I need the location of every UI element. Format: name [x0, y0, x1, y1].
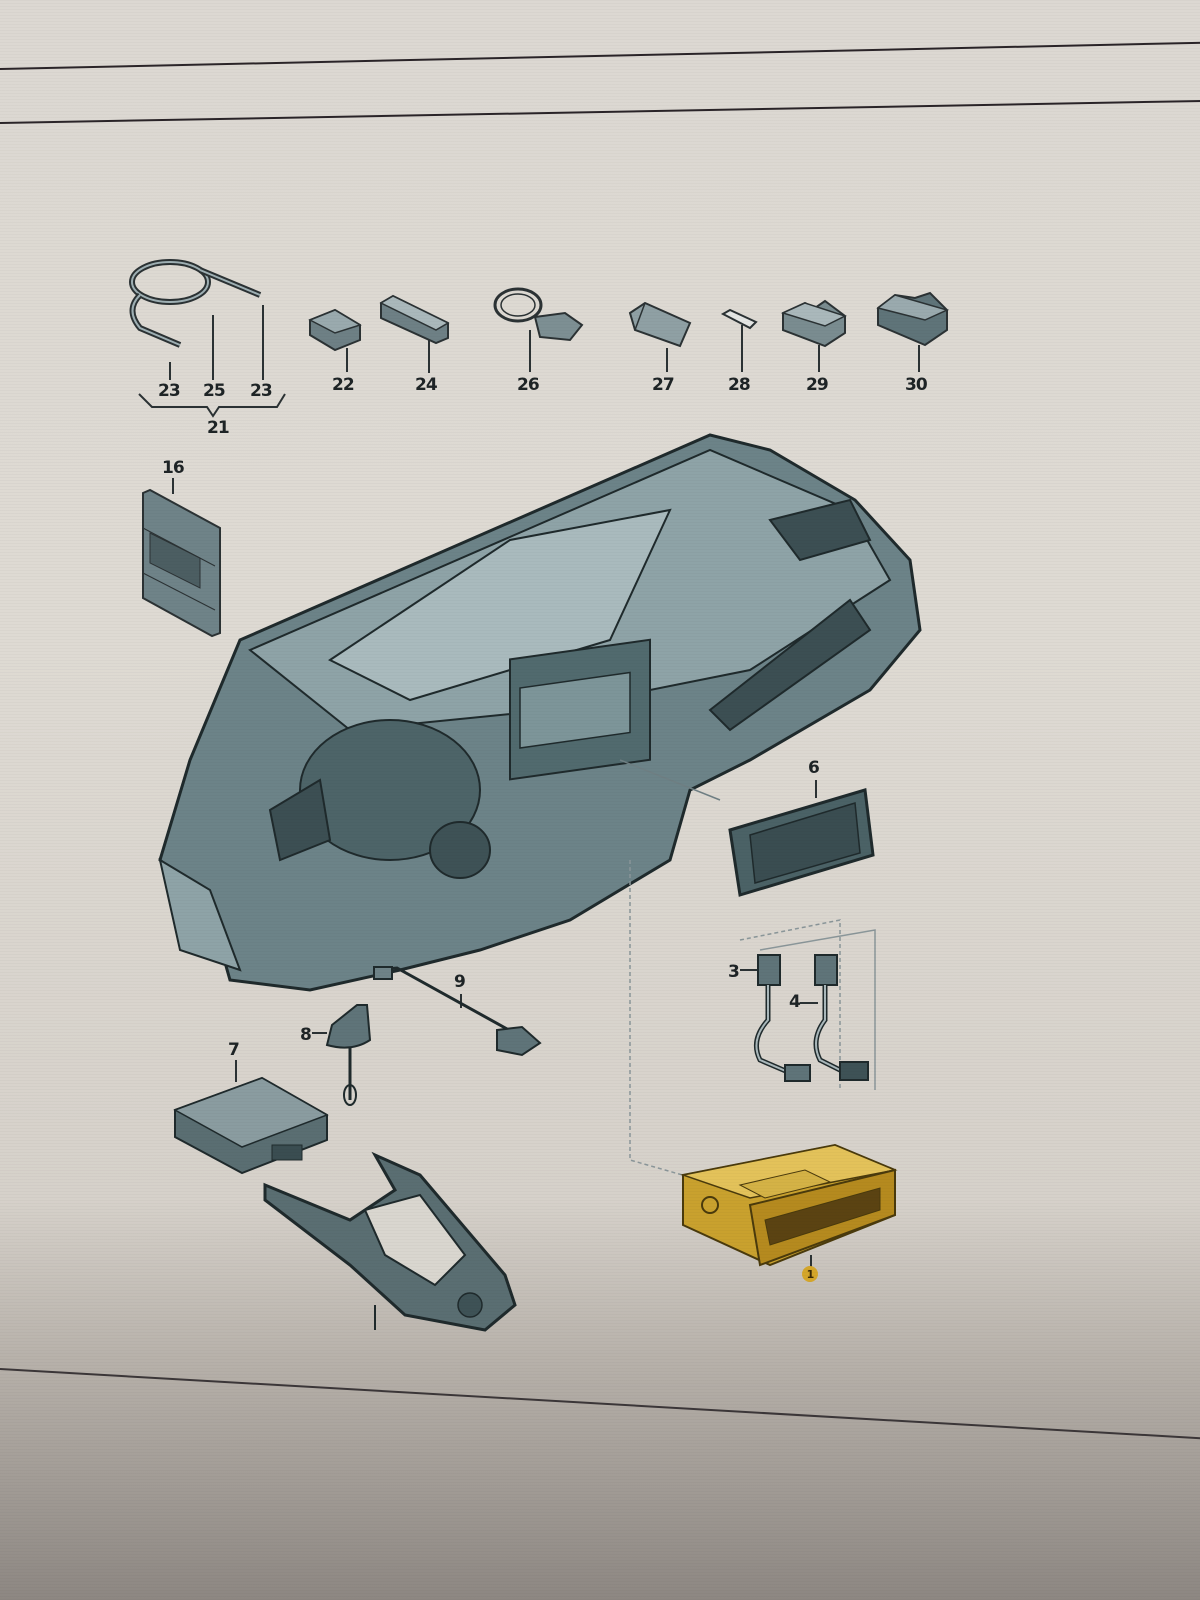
roof-antenna-icon: [312, 1004, 372, 1106]
center-console-trim-icon: [263, 1151, 517, 1332]
part-label-4: 4: [789, 992, 801, 1012]
part-label-21: 21: [207, 418, 230, 438]
part-label-22: 22: [332, 375, 355, 395]
leader-line: [460, 994, 462, 1008]
part-label-1-highlight[interactable]: 1: [802, 1266, 818, 1282]
part-label-16: 16: [162, 458, 185, 478]
small-pin-icon: [720, 308, 758, 330]
part-label-27: 27: [652, 375, 675, 395]
part-label-25: 25: [203, 381, 226, 401]
radio-head-unit-icon[interactable]: [680, 1140, 905, 1275]
leader-line: [810, 1255, 812, 1269]
leader-line: [235, 1060, 237, 1082]
parts-diagram: 23 25 23 21 22 24 26: [129, 259, 950, 1332]
monitor-bezel-edge: [0, 1368, 1200, 1440]
part-label-26: 26: [517, 375, 540, 395]
ring-connector-icon: [493, 287, 584, 342]
bracket-block-icon: [780, 299, 847, 348]
cable-connector-b-icon: [800, 954, 869, 1081]
display-screen-icon: [728, 788, 875, 897]
part-label-29: 29: [806, 375, 829, 395]
leader-line: [918, 345, 920, 372]
leader-line: [666, 348, 668, 372]
part-label-1: 1: [806, 1267, 815, 1281]
dashed-connection-lines: [619, 759, 876, 1181]
cylindrical-sleeve-icon: [628, 301, 692, 348]
part-label-8: 8: [300, 1025, 312, 1045]
part-label-24: 24: [415, 375, 438, 395]
coiled-cable-icon: [129, 259, 262, 348]
part-label-3: 3: [728, 962, 740, 982]
manual-booklet-icon: [142, 488, 221, 638]
leader-line: [741, 325, 743, 372]
leader-line: [262, 305, 264, 380]
part-label-9: 9: [454, 972, 466, 992]
leader-line: [172, 478, 174, 494]
part-label-23: 23: [250, 381, 273, 401]
leader-line: [818, 345, 820, 372]
leader-line: [169, 362, 171, 380]
part-label-6: 6: [808, 758, 820, 778]
clip-connector-icon: [876, 291, 950, 347]
dashboard-panel-illustration: [158, 433, 922, 992]
leader-line: [529, 330, 531, 372]
antenna-cable-icon: [373, 966, 542, 1057]
part-label-7: 7: [228, 1040, 240, 1060]
connector-strip-icon: [379, 294, 450, 345]
connector-housing-icon: [308, 308, 362, 352]
control-module-box-icon: [173, 1076, 329, 1175]
leader-line: [428, 340, 430, 373]
part-label-23: 23: [158, 381, 181, 401]
cable-connector-a-icon: [740, 954, 811, 1082]
part-label-28: 28: [728, 375, 751, 395]
leader-line: [212, 315, 214, 380]
leader-line: [346, 348, 348, 372]
leader-line: [815, 780, 817, 798]
bracket-group-21: [138, 393, 286, 418]
part-label-30: 30: [905, 375, 928, 395]
